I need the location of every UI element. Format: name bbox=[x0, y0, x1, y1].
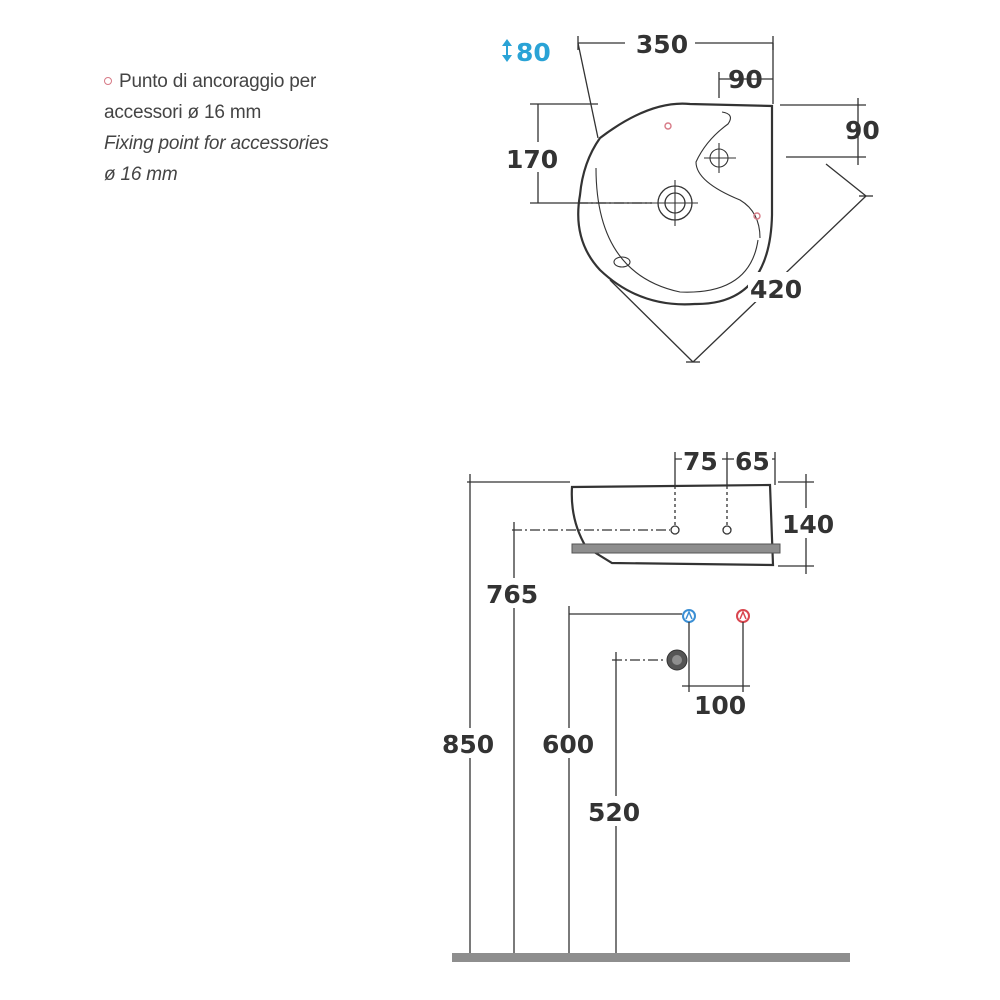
legend-line-it: Punto di ancoraggio per bbox=[104, 66, 384, 97]
dim-tap-spacing-a: 75 bbox=[683, 447, 718, 476]
overflow-slot bbox=[613, 256, 631, 268]
tap-deck-curve bbox=[695, 111, 761, 239]
legend-line-en: Fixing point for accessories bbox=[104, 133, 329, 154]
legend-line-it-2: accessori ø 16 mm bbox=[104, 102, 262, 123]
dim-drain-offset: 170 bbox=[506, 145, 558, 174]
dim-overflow-depth: 80 bbox=[516, 38, 551, 67]
dim-supply-spacing: 100 bbox=[694, 691, 746, 720]
dim-height: 140 bbox=[782, 510, 834, 539]
dim-supply-height: 600 bbox=[542, 730, 594, 759]
side-view: 75 65 140 850 765 600 100 bbox=[440, 447, 850, 962]
dim-tap-offset-y: 90 bbox=[845, 116, 880, 145]
top-view: 350 80 90 90 170 420 bbox=[502, 28, 880, 363]
basin-inner-rim bbox=[595, 167, 759, 293]
dim-diagonal: 420 bbox=[750, 275, 802, 304]
dim-base-height: 765 bbox=[486, 580, 538, 609]
fixing-point-icon bbox=[753, 212, 761, 220]
legend: Punto di ancoraggio per accessori ø 16 m… bbox=[104, 66, 384, 190]
dim-width: 350 bbox=[636, 30, 688, 59]
floor-line bbox=[452, 953, 850, 962]
basin-shelf bbox=[571, 543, 781, 554]
dim-rim-height: 850 bbox=[442, 730, 494, 759]
legend-line-en-2: ø 16 mm bbox=[104, 164, 178, 185]
fixing-point-icon bbox=[664, 122, 672, 130]
dim-waste-height: 520 bbox=[588, 798, 640, 827]
fixing-point-marker-icon bbox=[104, 77, 112, 85]
dim-tap-offset-x: 90 bbox=[728, 65, 763, 94]
dim-tap-spacing-b: 65 bbox=[735, 447, 770, 476]
